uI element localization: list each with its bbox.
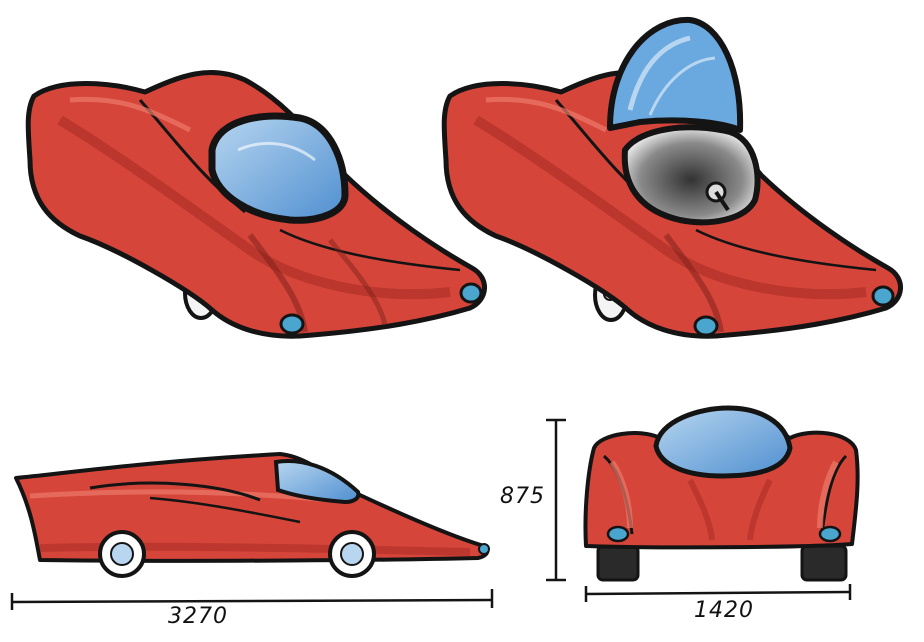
wheel-right <box>800 544 848 582</box>
width-dimension-line <box>584 584 852 602</box>
front-lamp-right <box>459 282 483 304</box>
perspective-view-closed <box>25 69 487 339</box>
front-lamp-right <box>818 525 842 543</box>
side-window <box>273 459 361 505</box>
front-lamp-right <box>871 285 895 307</box>
height-dimension-label: 875 <box>500 484 545 509</box>
height-dimension-line <box>546 418 566 582</box>
front-lamp-left <box>693 315 719 337</box>
width-dimension-label: 1420 <box>694 598 754 623</box>
canopy-closed <box>208 112 349 224</box>
canopy-front <box>653 405 793 479</box>
perspective-view-open <box>441 16 903 339</box>
wheel-left <box>596 544 640 582</box>
front-lamp-left <box>279 313 305 335</box>
front-view <box>546 405 860 602</box>
length-dimension-label: 3270 <box>168 604 228 629</box>
length-dimension-line <box>10 589 494 610</box>
side-view <box>10 452 494 610</box>
front-lamp-left <box>606 525 630 543</box>
cockpit-interior <box>621 124 761 226</box>
front-lamp <box>478 543 490 555</box>
canopy-raised <box>607 16 744 133</box>
